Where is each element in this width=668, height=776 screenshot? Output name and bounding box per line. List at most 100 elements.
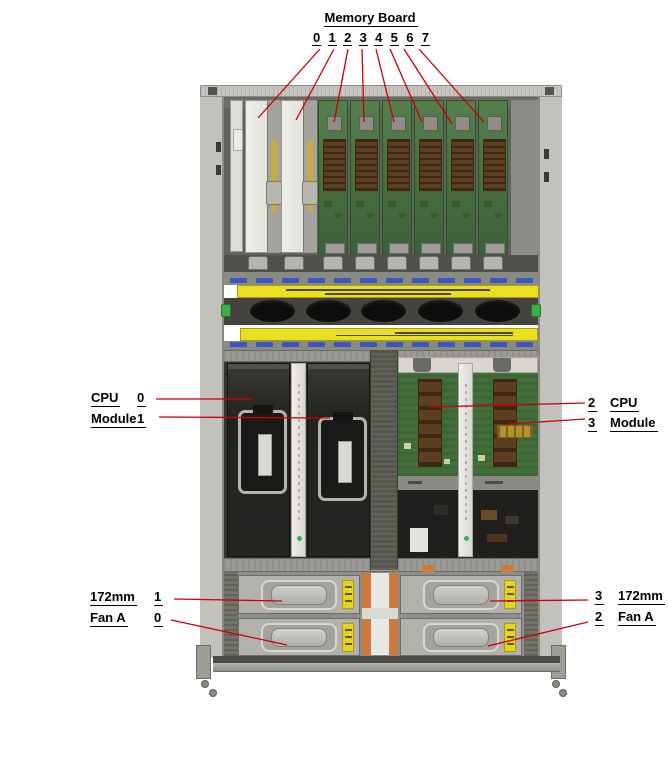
bay-right-panel	[510, 100, 538, 260]
module-handle	[238, 405, 287, 494]
cpu-number-2: 2	[588, 395, 598, 412]
label-text-line	[345, 600, 352, 602]
label-text-line	[345, 636, 352, 638]
foot-bolt	[209, 689, 217, 697]
pcb-detail	[399, 213, 405, 218]
slot-latch-tab-3	[355, 256, 375, 270]
foot-bolt	[201, 680, 209, 688]
board-bottom-connector	[421, 243, 441, 254]
baffle-dot	[464, 536, 469, 541]
info-label-segment	[360, 342, 377, 347]
memory-slot-number-6: 6	[405, 30, 415, 46]
cpu-number-3: 3	[588, 415, 598, 432]
dimm-connector	[355, 139, 378, 191]
panel-label	[233, 129, 243, 151]
slot-latch-tab-0	[248, 256, 268, 270]
pcb-pad	[404, 443, 411, 449]
board-top-tab	[455, 116, 470, 131]
chip-row	[497, 425, 533, 438]
fan-tray-3	[400, 575, 522, 614]
component	[487, 534, 507, 542]
info-label-segment	[516, 278, 533, 283]
info-label-segment	[438, 342, 455, 347]
board-bottom-connector	[325, 243, 345, 254]
dimm-connector	[493, 379, 517, 467]
dimm-connector	[451, 139, 474, 191]
label-text-line	[325, 293, 451, 295]
fan-center-divider	[362, 573, 398, 655]
vent-band	[221, 298, 541, 325]
fan-size-label: 172mm	[618, 588, 665, 605]
slot-lower	[398, 490, 458, 558]
info-label-segment	[334, 342, 351, 347]
slot-rail	[398, 476, 458, 490]
slot-lower	[473, 490, 538, 558]
fan-number-0: 0	[154, 610, 164, 627]
pcb-detail	[356, 201, 364, 207]
rail-face	[213, 663, 560, 672]
board-latch-row	[224, 255, 538, 272]
wall-slot	[216, 142, 221, 152]
pcb-detail	[324, 201, 332, 207]
orange-clip	[502, 565, 514, 572]
dimm-connector	[418, 379, 442, 467]
memory-slot-number-1: 1	[327, 30, 337, 46]
slot-handle-tab	[493, 358, 511, 372]
cpu-label: CPU	[610, 395, 640, 412]
label-text-line	[345, 593, 352, 595]
label-text-line	[345, 629, 352, 631]
pcb-pad	[444, 459, 450, 464]
air-baffle	[458, 363, 473, 557]
vent-hole-1	[306, 300, 351, 322]
fan-bay-right-frame	[524, 572, 538, 656]
cpu-label: CPU	[91, 390, 121, 407]
module-edge	[308, 364, 369, 369]
fan-bay-left-frame	[224, 572, 238, 656]
handle-latch	[333, 412, 353, 421]
cpu-label-row-3: 3 Module	[588, 415, 658, 432]
info-label-segment	[230, 342, 247, 347]
baffle-text	[298, 384, 300, 524]
fan-label-row-3: 3 172mm	[595, 588, 665, 606]
board-latch	[302, 181, 318, 205]
fan-bay	[224, 572, 538, 656]
board-rail	[302, 101, 318, 252]
divider-notch	[362, 608, 398, 619]
memory-board-5	[414, 100, 444, 258]
pcb-pad	[478, 455, 485, 461]
fan-number-2: 2	[595, 609, 605, 626]
server-chassis-front	[196, 85, 567, 725]
card-edge	[307, 141, 313, 211]
info-label-segment	[438, 278, 455, 283]
cpu-module-bay	[224, 350, 538, 570]
info-label-segment	[334, 278, 351, 283]
card-edge	[271, 141, 277, 211]
memory-slot-number-5: 5	[389, 30, 399, 46]
fan-yellow-label	[342, 580, 354, 609]
slot-latch-tab-5	[419, 256, 439, 270]
module-label	[338, 441, 352, 483]
cpu-module-labels-left: CPU 0 Module 1	[91, 390, 147, 432]
chassis-left-wall	[200, 97, 224, 658]
memory-board-1	[281, 100, 318, 253]
fan-number-1: 1	[154, 589, 164, 606]
cpu-module-0	[227, 363, 290, 557]
fan-yellow-label	[342, 623, 354, 652]
info-label-segment	[360, 278, 377, 283]
filler-panel	[230, 100, 243, 252]
memory-board-3	[350, 100, 380, 258]
fan-tray-1	[238, 575, 360, 614]
label-text-line	[394, 331, 514, 334]
component	[481, 510, 497, 520]
memory-board-bay	[224, 97, 538, 272]
info-label-segment	[516, 342, 533, 347]
vent-hole-2	[361, 300, 406, 322]
caution-label-lower	[240, 328, 538, 341]
info-label-segment	[490, 278, 507, 283]
slot-latch-tab-2	[323, 256, 343, 270]
board-bottom-connector	[485, 243, 505, 254]
chassis-foot-left	[196, 645, 211, 679]
memory-slot-number-4: 4	[374, 30, 384, 46]
info-label-segment	[308, 278, 325, 283]
